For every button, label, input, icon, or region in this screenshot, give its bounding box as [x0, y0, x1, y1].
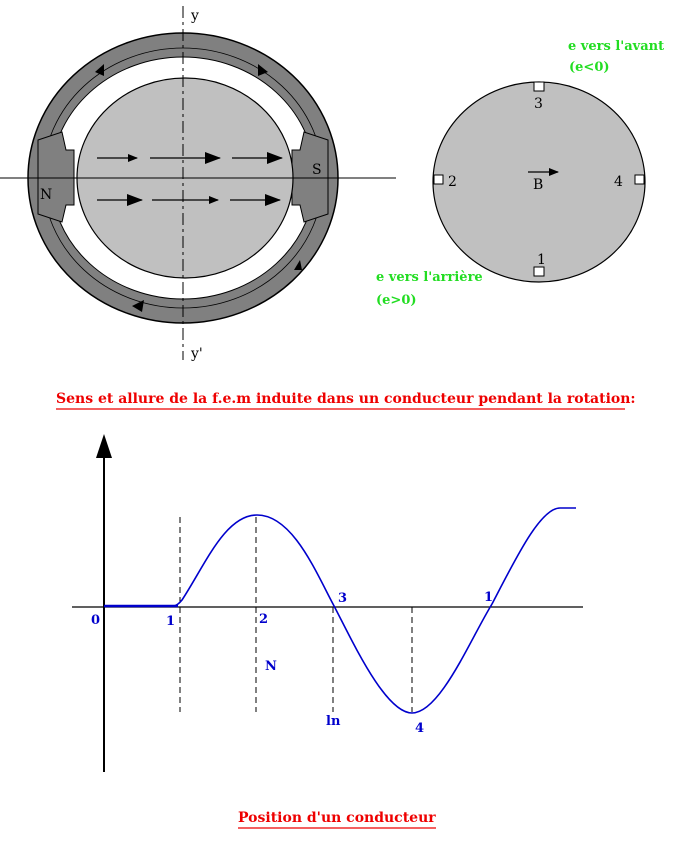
- conductor-2: [433, 174, 444, 185]
- pos-3-label: 3: [534, 96, 543, 112]
- ln-annotation: ln: [326, 714, 341, 729]
- pos-1-label: 1: [537, 252, 546, 268]
- emf-graph: 0 1 2 3 4 1 N ln: [72, 434, 583, 772]
- south-pole-label: S: [312, 162, 322, 178]
- yoke-flux-arrows: [95, 64, 302, 312]
- conductor-3: [533, 81, 545, 92]
- conductor-cross-section: 3 1 2 4 B e vers l'avant (e<0) e vers l'…: [376, 39, 664, 308]
- x-label-4: 4: [415, 721, 424, 736]
- x-label-1: 1: [166, 614, 175, 629]
- y-top-label: y: [190, 8, 199, 24]
- emf-curve: [104, 507, 576, 714]
- conductor-1: [533, 266, 545, 277]
- conductor-4: [634, 174, 645, 185]
- avant-sign-label: (e<0): [569, 60, 610, 75]
- avant-label: e vers l'avant: [568, 39, 664, 54]
- flux-arrows: [97, 152, 283, 206]
- x-label-2: 2: [259, 612, 268, 627]
- arriere-sign-label: (e>0): [376, 293, 417, 308]
- field-label: B: [533, 177, 543, 193]
- arriere-label: e vers l'arrière: [376, 270, 483, 285]
- motor-diagram: y y' N S: [0, 6, 396, 362]
- y-bottom-label: y': [190, 346, 203, 362]
- graph-caption: Position d'un conducteur: [238, 810, 436, 826]
- north-pole-piece: [37, 131, 75, 223]
- x-label-3: 3: [338, 591, 347, 606]
- north-pole-label: N: [40, 187, 52, 203]
- section-title: Sens et allure de la f.e.m induite dans …: [56, 391, 636, 407]
- north-annotation: N: [265, 659, 277, 674]
- south-pole-piece: [291, 131, 329, 223]
- x-label-1b: 1: [484, 590, 493, 605]
- graph-y-axis-arrow: [96, 434, 112, 458]
- x-label-0: 0: [91, 613, 100, 628]
- pos-4-label: 4: [614, 174, 623, 190]
- pos-2-label: 2: [448, 174, 457, 190]
